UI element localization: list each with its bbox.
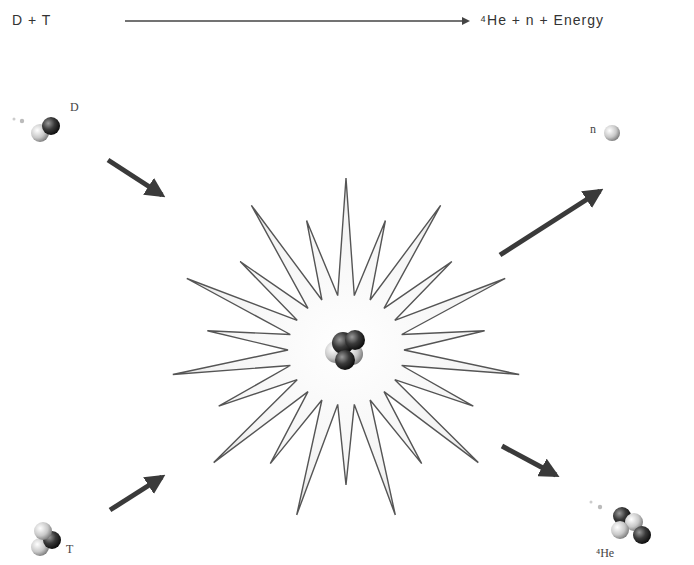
compound-nucleus [325, 330, 365, 370]
motion-arrow [108, 160, 162, 195]
particle-label: D [70, 100, 79, 114]
particle-label: ⁴He [596, 546, 614, 560]
equation-left: D + T [12, 12, 51, 29]
tritium-particle [31, 522, 61, 556]
equation-arrow [125, 20, 462, 21]
motion-arrow [110, 477, 162, 510]
motion-arrow [500, 191, 600, 255]
particle-label: T [66, 542, 73, 556]
neutron-particle [604, 125, 620, 141]
equation-arrowhead [462, 17, 470, 25]
particle-label: n [590, 122, 596, 136]
motion-arrow [502, 446, 556, 475]
deuterium-particle [13, 117, 61, 142]
helium-particle [590, 501, 652, 545]
equation-right: ⁴He + n + Energy [480, 12, 604, 29]
fusion-burst [173, 178, 519, 515]
